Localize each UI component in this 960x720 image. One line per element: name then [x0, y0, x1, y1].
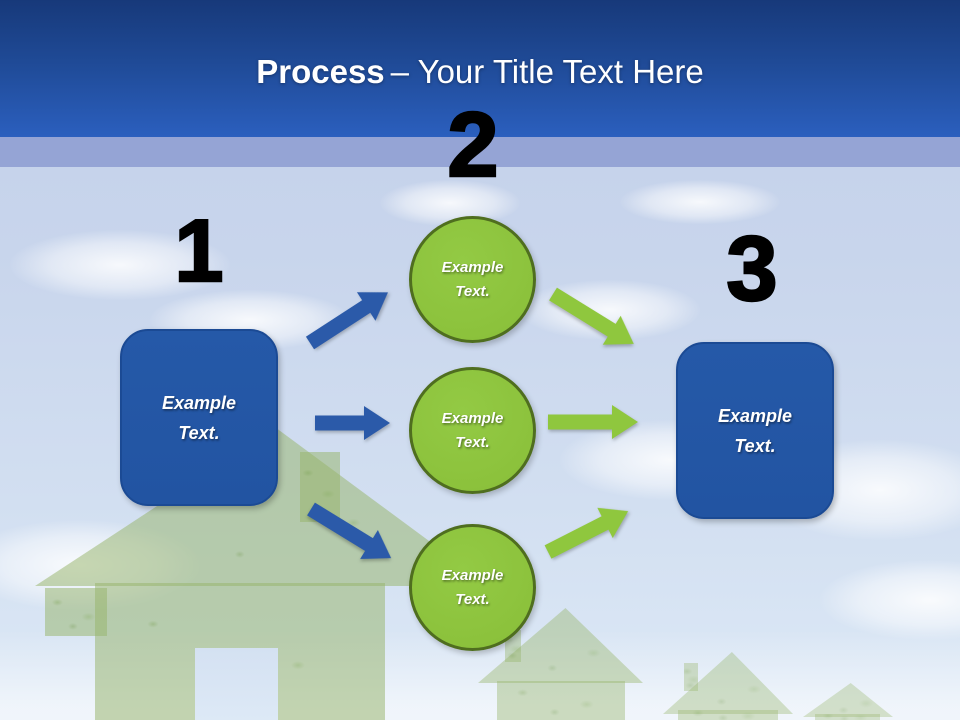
title-bold-text: Process	[256, 53, 385, 90]
process-circle-1-label: Example Text.	[442, 256, 504, 304]
label-line1: Example	[161, 392, 237, 413]
label-line1: Example	[717, 405, 793, 426]
label-line1: Example	[441, 566, 504, 584]
small-house-body	[678, 710, 778, 720]
process-box-step3[interactable]: Example Text.	[676, 342, 834, 519]
label-line2: Text.	[734, 435, 776, 456]
process-box-step1[interactable]: Example Text.	[120, 329, 278, 506]
small-house-body	[815, 714, 880, 720]
process-box-step3-label: Example Text.	[718, 401, 792, 461]
label-line1: Example	[441, 409, 504, 427]
label-line2: Text.	[455, 590, 490, 608]
label-line2: Text.	[455, 282, 490, 300]
grass-house-door-opening	[195, 648, 278, 720]
green-arrow-bottom[interactable]	[540, 496, 636, 567]
small-house-body	[497, 681, 625, 720]
blue-arrow-top[interactable]	[301, 278, 398, 357]
process-circle-3-label: Example Text.	[442, 564, 504, 612]
label-line2: Text.	[178, 422, 220, 443]
small-house-chimney	[684, 663, 698, 691]
process-circle-1[interactable]: Example Text.	[409, 216, 536, 343]
process-circle-2[interactable]: Example Text.	[409, 367, 536, 494]
process-circle-3[interactable]: Example Text.	[409, 524, 536, 651]
process-circle-2-label: Example Text.	[442, 407, 504, 455]
header-accent-band	[0, 137, 960, 167]
slide-title[interactable]: Process– Your Title Text Here	[0, 52, 960, 92]
step-number-1[interactable]: 1	[173, 201, 224, 300]
title-bar: Process– Your Title Text Here	[0, 0, 960, 137]
label-line1: Example	[441, 258, 504, 276]
label-line2: Text.	[455, 433, 490, 451]
green-arrow-middle[interactable]	[548, 405, 638, 439]
title-regular-text: – Your Title Text Here	[390, 53, 704, 90]
step-number-3[interactable]: 3	[725, 218, 779, 320]
step-number-2[interactable]: 2	[446, 94, 500, 196]
blue-arrow-middle[interactable]	[315, 406, 390, 440]
green-arrow-top[interactable]	[544, 280, 643, 359]
blue-arrow-bottom[interactable]	[302, 495, 400, 573]
process-box-step1-label: Example Text.	[162, 388, 236, 448]
